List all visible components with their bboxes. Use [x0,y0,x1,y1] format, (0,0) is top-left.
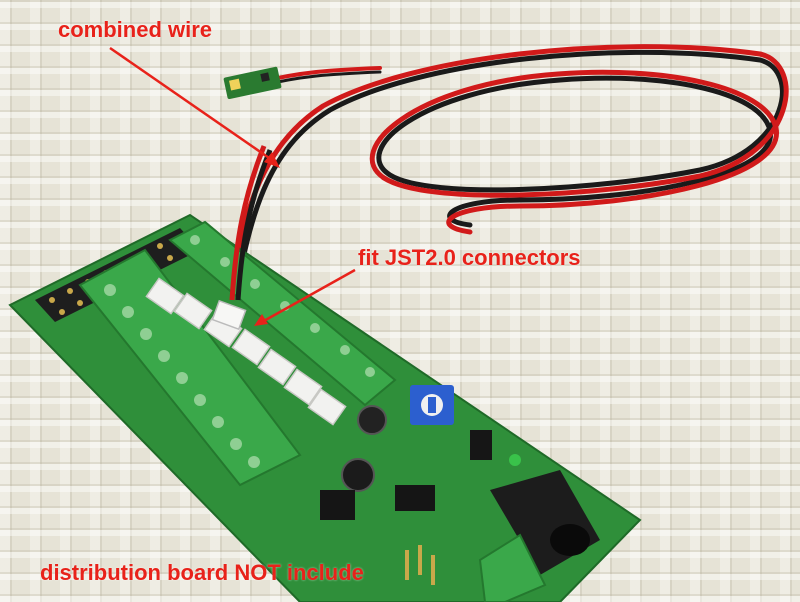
dc-power-jack [490,470,600,575]
potentiometer [410,385,454,425]
jst-plug [211,299,247,331]
combined-wire-label: combined wire [58,17,213,42]
capacitor [357,405,387,435]
ic-chip [395,485,435,511]
small-pin-header [405,545,435,585]
wire-lead [235,149,273,301]
wire-lead [229,145,267,301]
power-terminal [478,533,547,602]
distribution-board [8,213,642,602]
ic-chip [470,430,492,460]
annotation-arrows [109,46,356,326]
screw-terminal-right [168,220,397,407]
led-module [223,66,282,100]
jst-connectors-label: fit JST2.0 connectors [358,245,581,270]
screw-terminal-left [78,248,302,487]
distribution-board-note: distribution board NOT include [40,560,364,585]
capacitor [341,458,375,492]
jst-connectors [145,277,347,426]
ic-chip [320,490,355,520]
led-indicator [509,454,521,466]
